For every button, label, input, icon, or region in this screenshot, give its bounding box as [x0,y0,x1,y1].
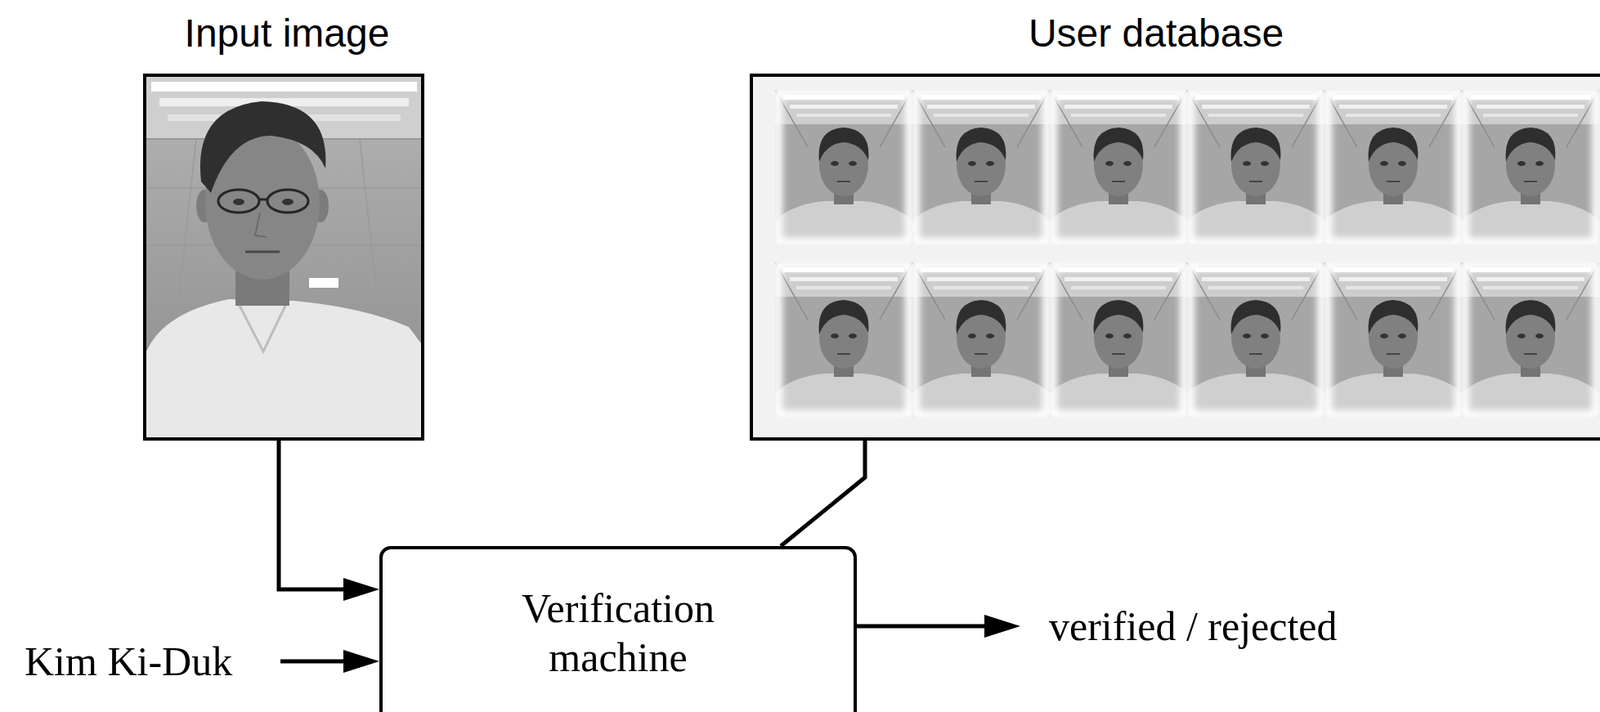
claimed-identity: Kim Ki-Duk [24,636,233,686]
user-database-frame: User database [749,73,1600,441]
connector-line [780,440,865,547]
face-thumbnail [1049,262,1188,418]
connector [780,440,865,547]
database-photos [752,76,1600,438]
face-thumbnail [1324,89,1462,246]
face-thumbnail [1187,262,1325,418]
output-arrow [856,614,1021,638]
decision-output: verified / rejected [1048,601,1338,651]
face-thumbnail [1461,262,1600,418]
box-label: Verification machine [487,583,749,682]
face-thumbnail [775,262,913,418]
face-thumbnail [1187,89,1325,246]
connector-line [278,440,347,590]
face-thumbnail [775,89,913,246]
input-image-frame: Input image [143,73,425,441]
verification-box: Verification machine [379,546,857,712]
face-thumbnail [912,262,1050,418]
connector [278,440,380,601]
frame-heading: User database [752,9,1560,58]
face-thumbnail [1461,89,1600,246]
frame-heading: Input image [146,9,428,58]
input-photo [146,76,422,438]
face-thumbnail [1324,262,1462,418]
input-arrow [280,649,380,673]
arrowhead [343,578,380,601]
face-thumbnail [1049,89,1188,246]
face-thumbnail [912,89,1050,246]
